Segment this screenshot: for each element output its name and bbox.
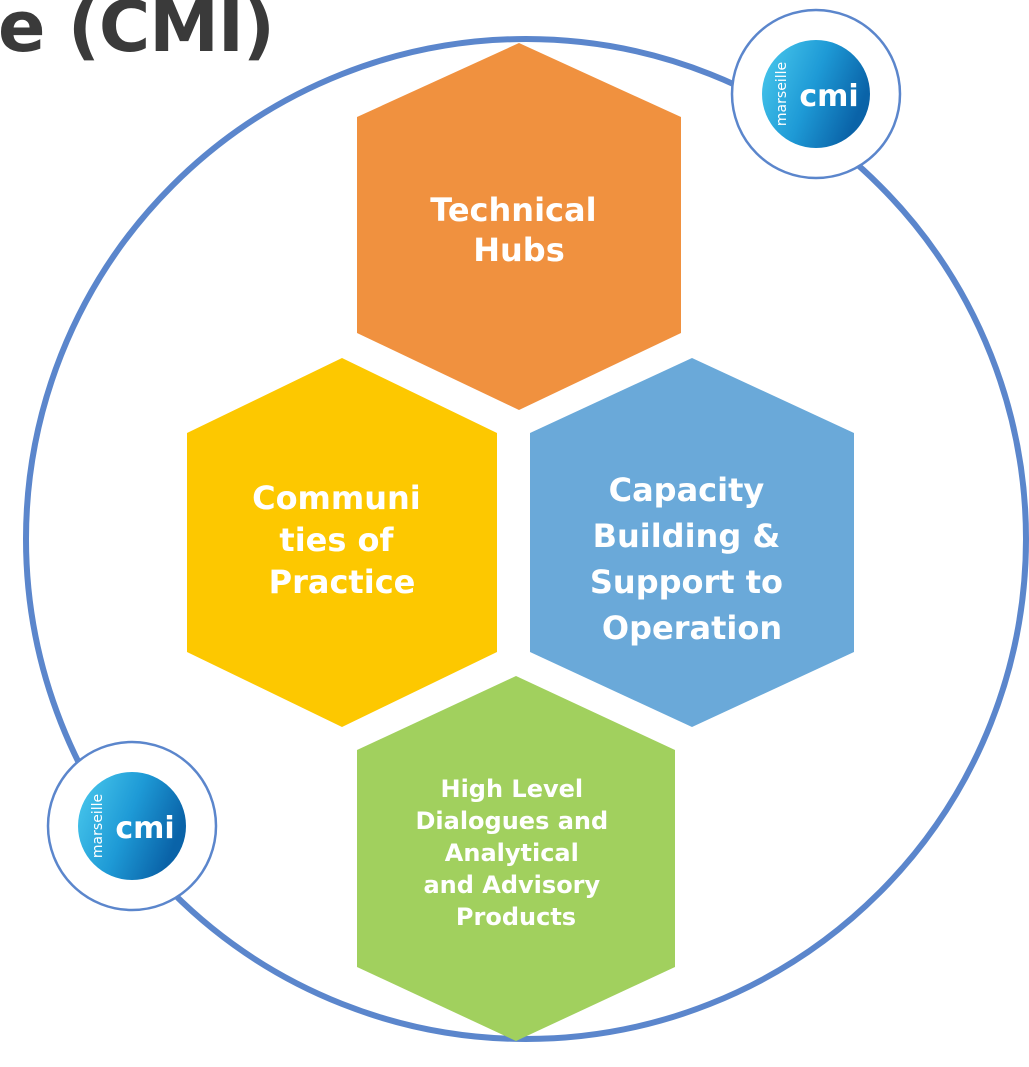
hex-dialogues-label: High Level Dialogues and Analytical and … [415, 775, 616, 931]
outer-ring [23, 36, 1029, 1042]
hex-communities-label: Communi ties of Practice [252, 479, 432, 601]
hex-technical-shape [357, 43, 681, 410]
cmi-logo-icon: cmi marseille [762, 40, 870, 148]
hex-technical-label: Technical Hubs [430, 191, 607, 269]
hex-communities-of-practice: Communi ties of Practice [187, 358, 497, 727]
hex-dialogues-shape [357, 676, 675, 1041]
logo-marseille-text: marseille [774, 62, 790, 126]
cmi-logo-icon: cmi marseille [78, 772, 186, 880]
logo-cmi-text: cmi [115, 811, 174, 846]
logo-cmi-text: cmi [799, 79, 858, 114]
hex-technical-hubs: Technical Hubs [357, 43, 681, 410]
logo-marseille-text: marseille [90, 794, 106, 858]
logo-badge-bottom-left: cmi marseille [46, 740, 218, 912]
hex-capacity-label: Capacity Building & Support to Operation [590, 471, 794, 647]
logo-badge-top-right: cmi marseille [730, 8, 902, 180]
hex-capacity-shape [530, 358, 854, 727]
hex-high-level-dialogues: High Level Dialogues and Analytical and … [357, 676, 675, 1041]
hex-communities-shape [187, 358, 497, 727]
hex-capacity-building: Capacity Building & Support to Operation [530, 358, 854, 727]
page-title: e (CMI) [0, 0, 275, 68]
